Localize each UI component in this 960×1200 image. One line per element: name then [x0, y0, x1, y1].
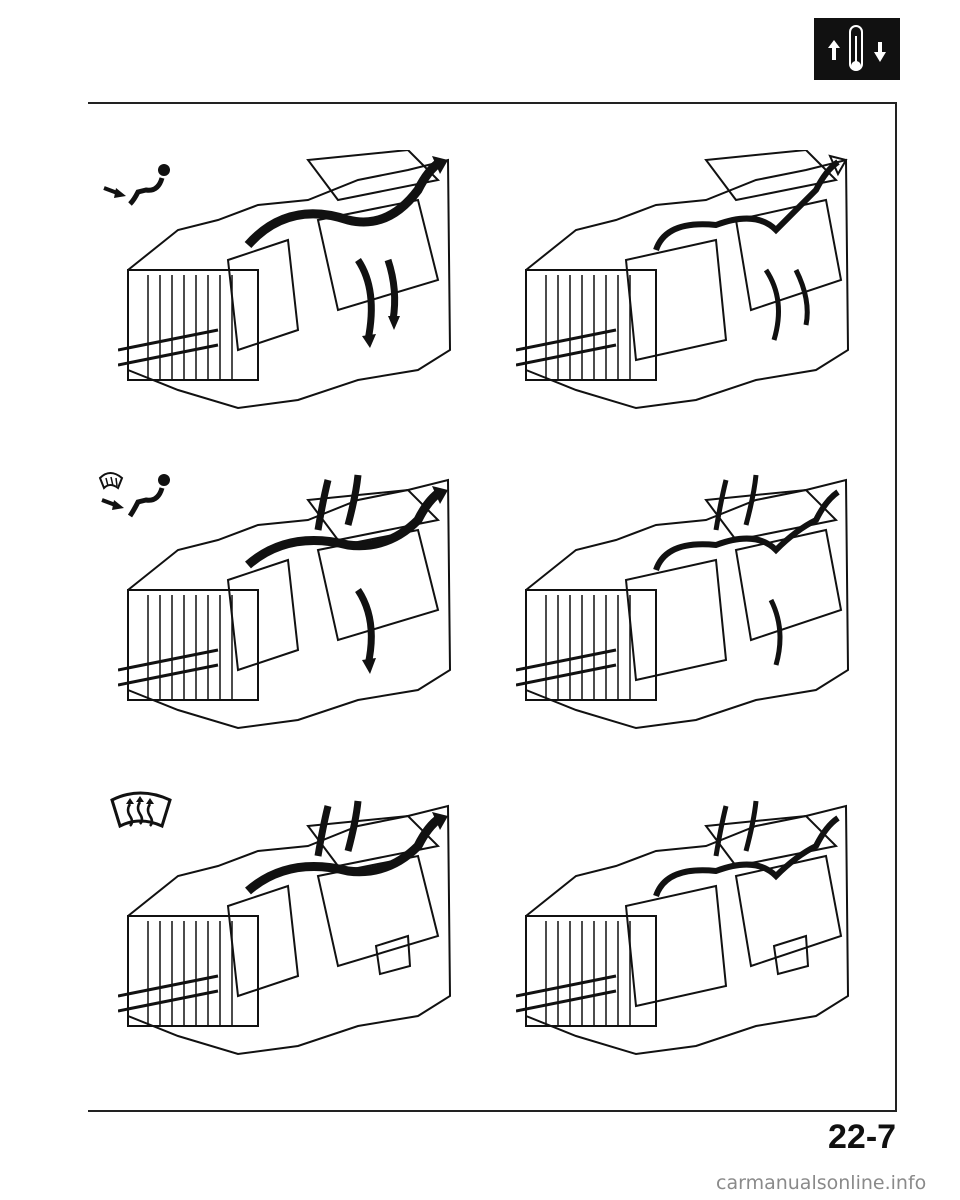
vent-hot-airflow-illustration	[516, 150, 861, 412]
frame-top-rule	[88, 102, 897, 104]
vent-cold-airflow-illustration	[118, 150, 463, 412]
vent-mode-icon	[102, 160, 182, 215]
bilevel-hot-airflow-illustration	[516, 470, 861, 732]
defrost-cold-airflow-illustration	[118, 796, 463, 1058]
bi-level-defrost-mode-icon	[96, 466, 182, 529]
footer-watermark: carmanualsonline.info	[716, 1172, 927, 1194]
section-badge-icon	[814, 18, 900, 80]
bilevel-cold-airflow-illustration	[118, 470, 463, 732]
defrost-hot-airflow-illustration	[516, 796, 861, 1058]
page-number: 22-7	[828, 1118, 897, 1156]
defrost-mode-icon	[110, 790, 174, 837]
frame-right-rule	[895, 102, 897, 1112]
frame-bottom-rule	[88, 1110, 897, 1112]
